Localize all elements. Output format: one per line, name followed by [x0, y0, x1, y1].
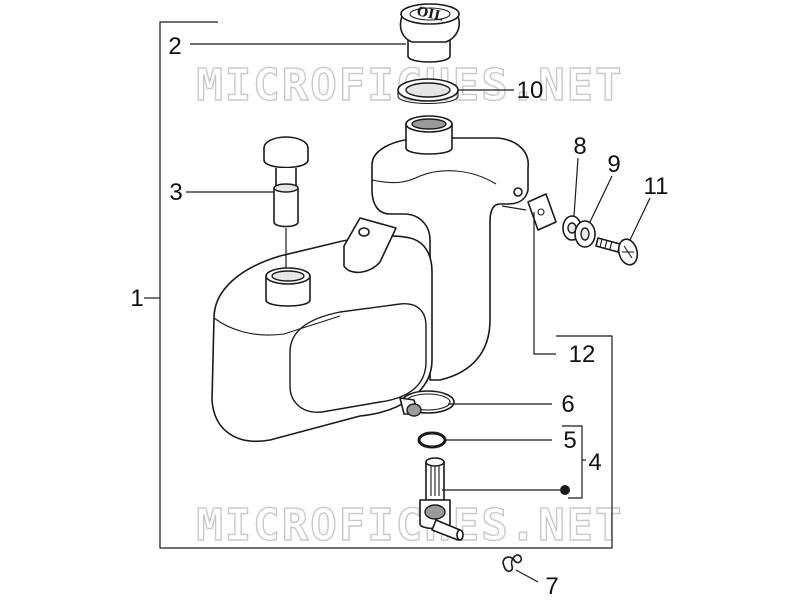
callout-5: 5: [563, 427, 576, 454]
spring-clip: [502, 554, 523, 573]
screw-11: [595, 237, 639, 266]
callout-12: 12: [569, 341, 596, 368]
o-ring: [417, 431, 447, 449]
callout-11: 11: [644, 173, 669, 200]
leader-8: [573, 157, 579, 217]
watermark-bottom: MICROFICHES.NET: [196, 500, 623, 551]
leader-4-dot: [560, 485, 570, 495]
callout-10: 10: [517, 77, 544, 104]
oil-tank: [211, 115, 529, 442]
callout-9: 9: [607, 151, 620, 178]
callout-4: 4: [588, 449, 601, 476]
leader-9: [589, 175, 613, 223]
leader-12: [533, 212, 556, 355]
filler-gasket: [397, 78, 459, 104]
callout-6: 6: [561, 391, 574, 418]
leader-7: [515, 569, 539, 583]
bracket-4: [562, 425, 583, 499]
callout-7: 7: [545, 573, 558, 600]
oil-filler-cap: OIL: [399, 3, 461, 63]
callout-2: 2: [168, 33, 181, 60]
callout-3: 3: [169, 179, 182, 206]
hose-clamp: [399, 390, 455, 417]
leader-11: [629, 197, 651, 241]
callout-8: 8: [573, 133, 586, 160]
assembly-bracket-1: [159, 21, 613, 549]
mounting-clip: [501, 193, 557, 231]
outlet-fitting: [419, 457, 464, 541]
level-sensor: [263, 136, 309, 268]
clip-guide-line: [501, 205, 527, 211]
washer-9: [574, 220, 596, 248]
oil-cap-label: OIL: [415, 4, 444, 24]
callout-1: 1: [130, 285, 143, 312]
